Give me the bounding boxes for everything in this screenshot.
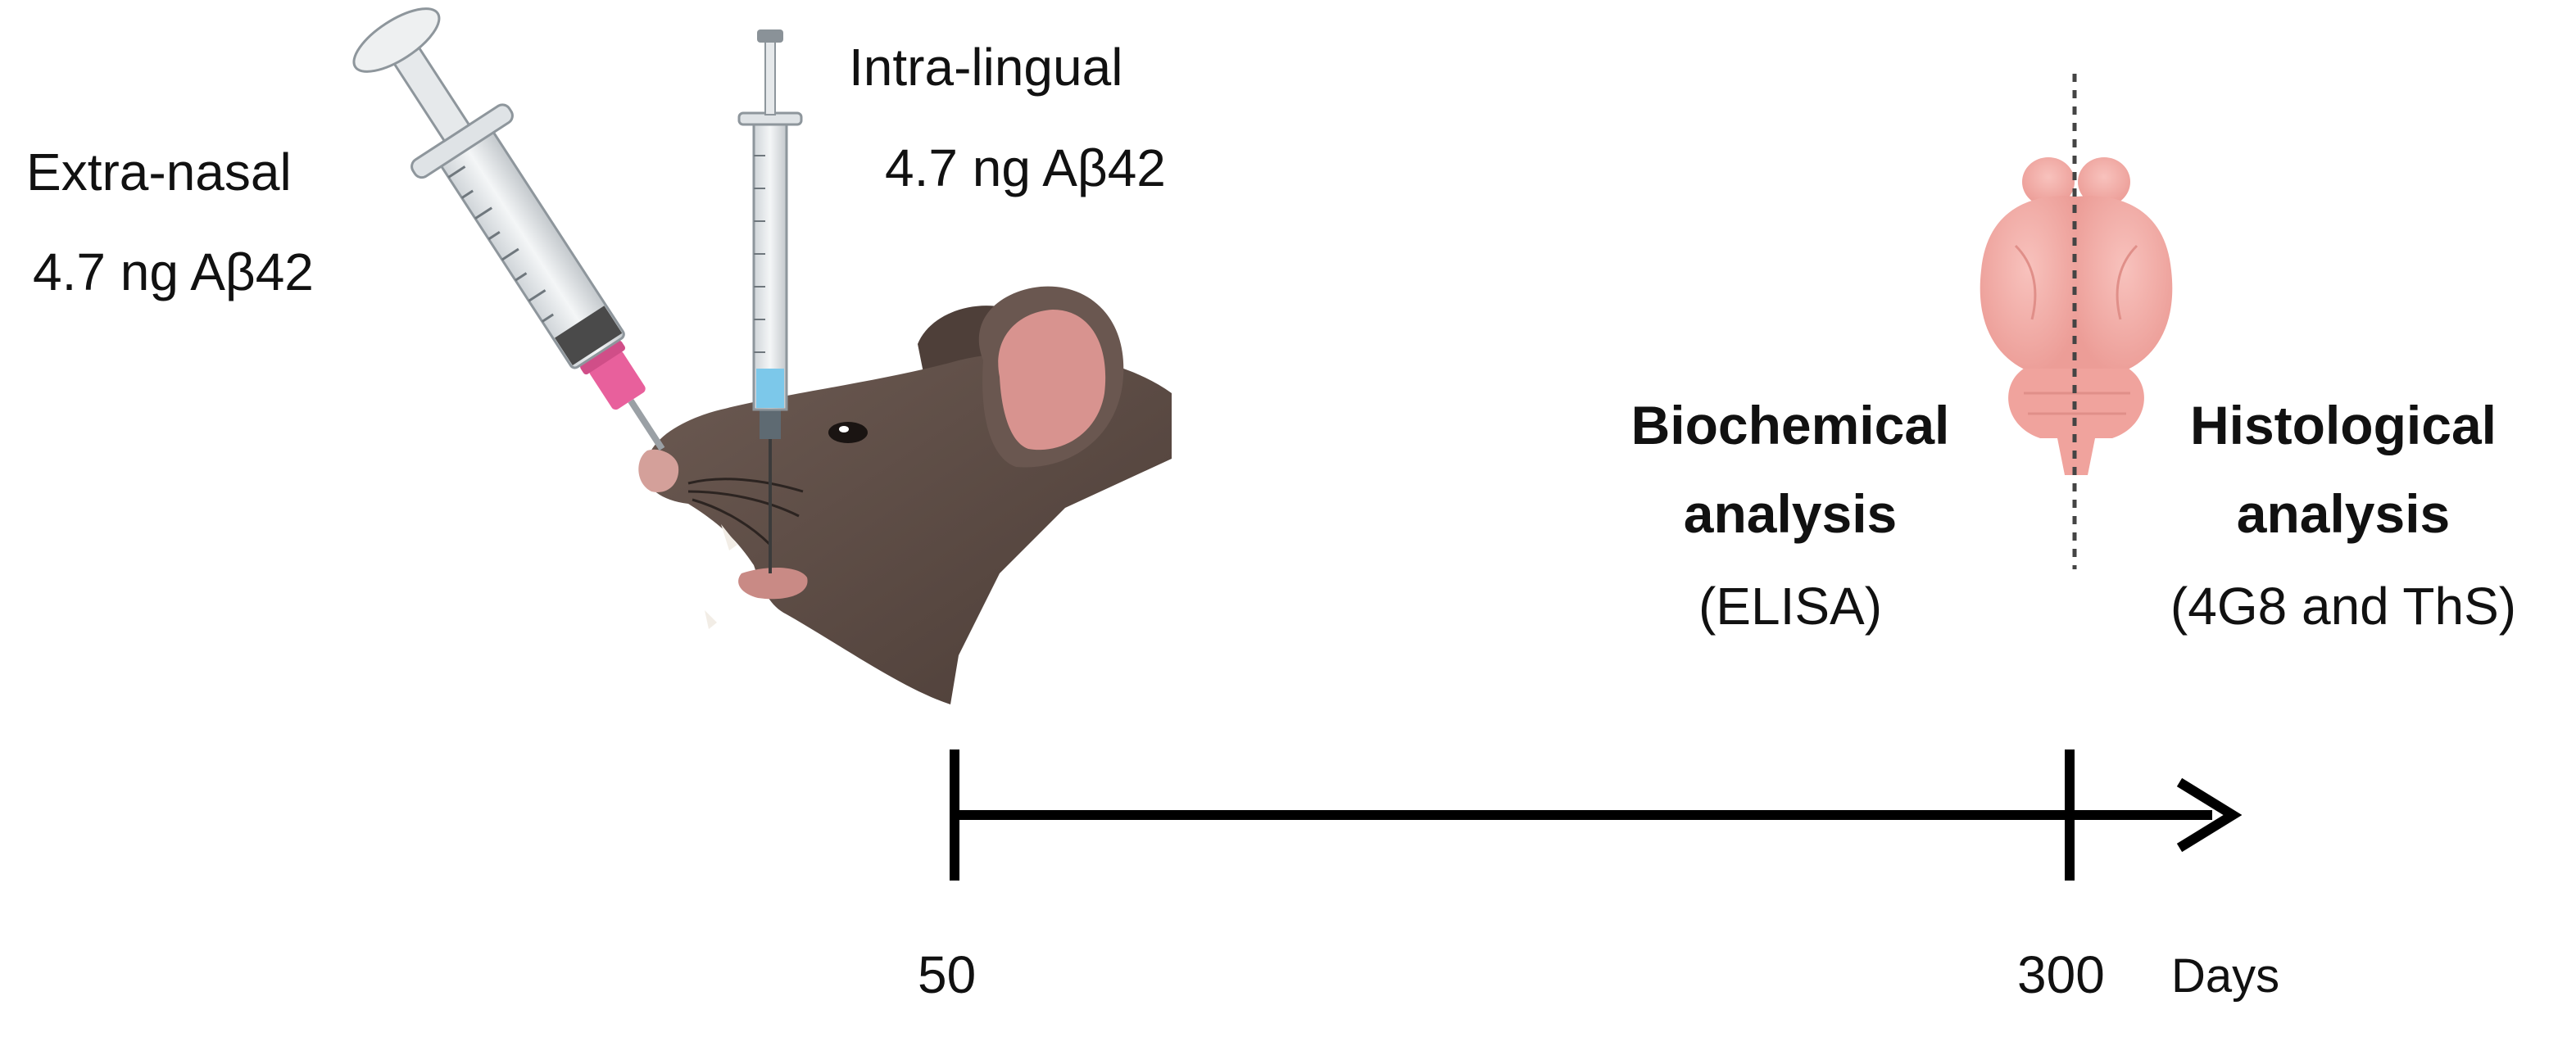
- histological-method: (4G8 and ThS): [2170, 577, 2517, 636]
- extra-nasal-route-label: Extra-nasal: [26, 143, 292, 202]
- timeline-unit-label: Days: [2171, 949, 2280, 1003]
- extra-nasal-dose-label: 4.7 ng Aβ42: [33, 242, 314, 301]
- timeline-end-label: 300: [2017, 945, 2105, 1004]
- intra-lingual-route-label: Intra-lingual: [849, 38, 1123, 97]
- biochemical-title-line2: analysis: [1683, 483, 1898, 544]
- timeline: [950, 749, 2243, 881]
- mouse-head-icon: [638, 286, 1172, 704]
- timeline-arrowhead: [2176, 777, 2243, 853]
- biochemical-method: (ELISA): [1698, 577, 1883, 636]
- intra-lingual-dose-label: 4.7 ng Aβ42: [885, 138, 1166, 197]
- histological-title-line1: Histological: [2189, 395, 2497, 455]
- timeline-start-label: 50: [918, 945, 977, 1004]
- histological-title-line2: analysis: [2236, 483, 2451, 544]
- insulin-syringe-icon: [737, 29, 803, 573]
- syringe-icon: [352, 7, 665, 451]
- biochemical-title-line1: Biochemical: [1630, 395, 1950, 455]
